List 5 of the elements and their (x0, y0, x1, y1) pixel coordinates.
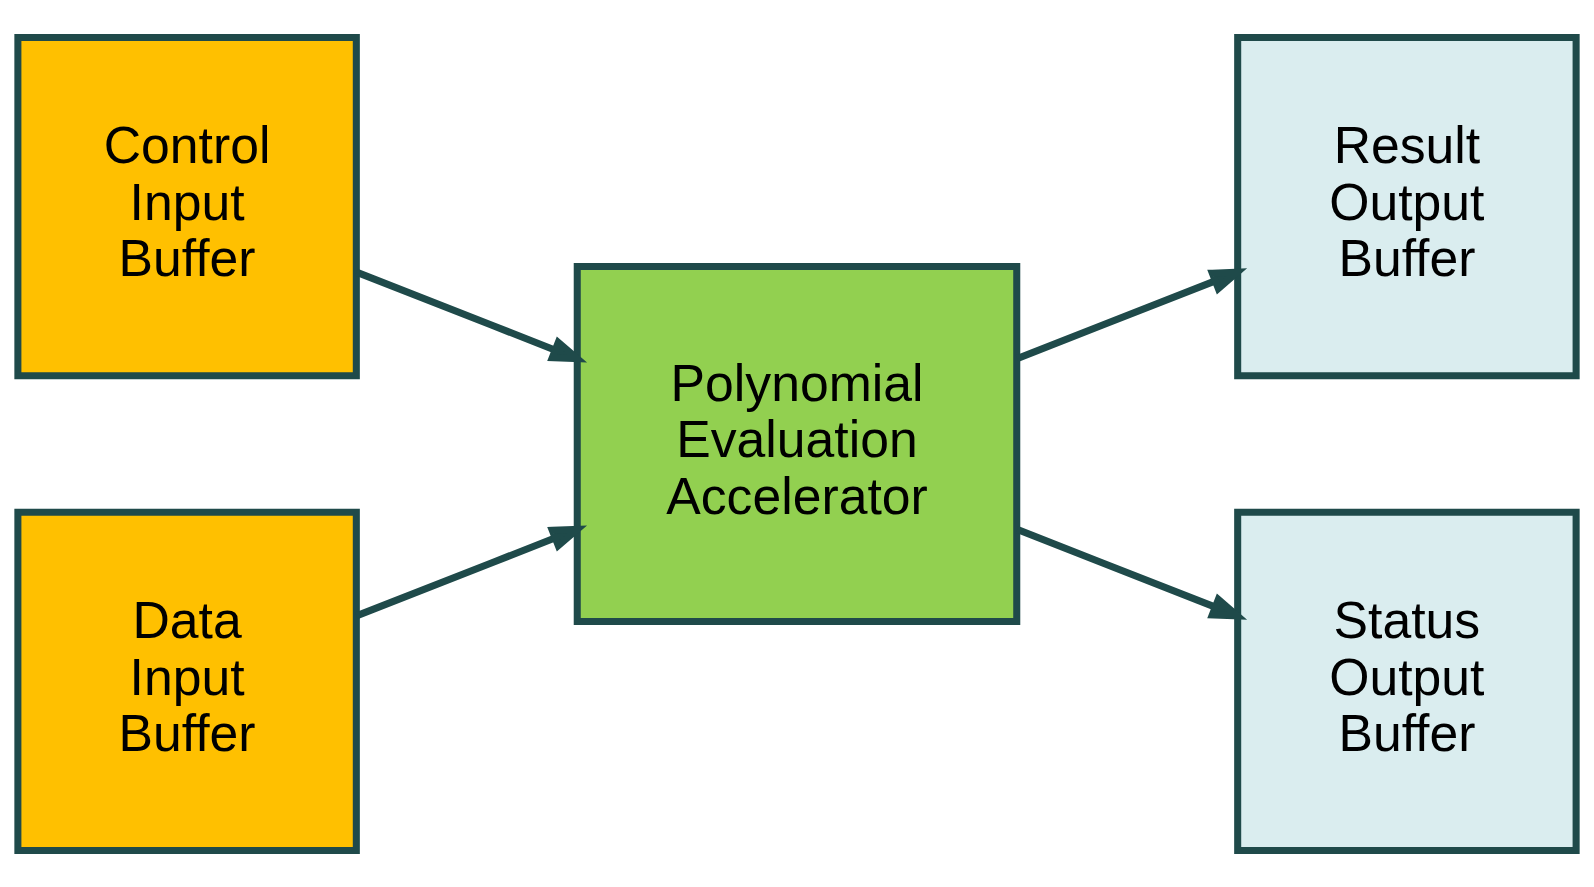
node-box: Control Input Buffer (14, 33, 360, 379)
node-box: Result Output Buffer (1234, 33, 1580, 379)
node-box: Status Output Buffer (1234, 508, 1580, 854)
node-box: Polynomial Evaluation Accelerator (573, 262, 1021, 625)
node-box: Data Input Buffer (14, 508, 360, 854)
